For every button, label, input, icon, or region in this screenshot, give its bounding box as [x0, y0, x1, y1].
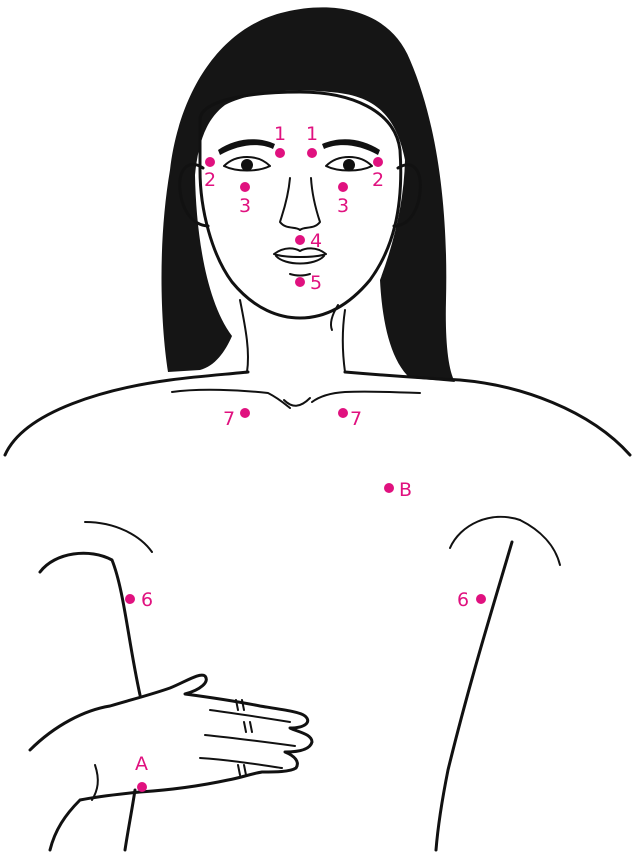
left-arm-outer — [40, 553, 140, 695]
nose — [280, 178, 320, 230]
point-label: 7 — [350, 408, 362, 430]
point-2-right: 2 — [372, 157, 384, 191]
right-arm-line — [436, 542, 512, 850]
point-label: 4 — [310, 230, 322, 252]
neck-left — [240, 300, 248, 372]
left-armpit — [85, 522, 152, 552]
right-iris — [343, 159, 355, 171]
point-label: 7 — [223, 408, 235, 430]
point-label: 6 — [141, 589, 153, 611]
finger-crease-2 — [205, 735, 295, 746]
point-3-left: 3 — [239, 182, 251, 217]
point-label: 6 — [457, 589, 469, 611]
point-label: 2 — [204, 169, 216, 191]
thumb-line — [92, 765, 98, 800]
point-label: 1 — [306, 123, 318, 145]
finger-crease-1 — [210, 710, 290, 722]
point-B: B — [384, 479, 412, 501]
right-collarbone — [312, 392, 420, 402]
finger-crease-3 — [200, 758, 282, 768]
sternal-notch — [284, 398, 310, 406]
point-1-right: 1 — [306, 123, 318, 158]
point-label: 3 — [239, 195, 251, 217]
point-label: 5 — [310, 272, 322, 294]
left-eyebrow — [218, 139, 275, 155]
point-label: A — [135, 753, 148, 775]
hand — [30, 675, 312, 850]
left-iris — [241, 159, 253, 171]
chin-crease — [290, 274, 310, 276]
point-3-right: 3 — [337, 182, 349, 217]
neck-right — [343, 310, 345, 372]
point-2-left: 2 — [204, 157, 216, 191]
shoulder-line — [5, 372, 630, 455]
point-6-right: 6 — [457, 589, 486, 611]
point-label: 1 — [274, 123, 286, 145]
hair — [162, 7, 456, 382]
right-armpit — [450, 517, 520, 548]
left-lower-arm — [125, 790, 135, 850]
point-1-left: 1 — [274, 123, 286, 158]
right-arm-outer — [520, 520, 560, 565]
point-A: A — [135, 753, 148, 792]
point-label: 3 — [337, 195, 349, 217]
point-label: B — [399, 479, 412, 501]
point-7-right: 7 — [338, 408, 362, 430]
right-eyebrow — [322, 139, 380, 155]
left-collarbone — [172, 390, 290, 408]
point-6-left: 6 — [125, 589, 153, 611]
point-label: 2 — [372, 169, 384, 191]
point-7-left: 7 — [223, 408, 250, 430]
